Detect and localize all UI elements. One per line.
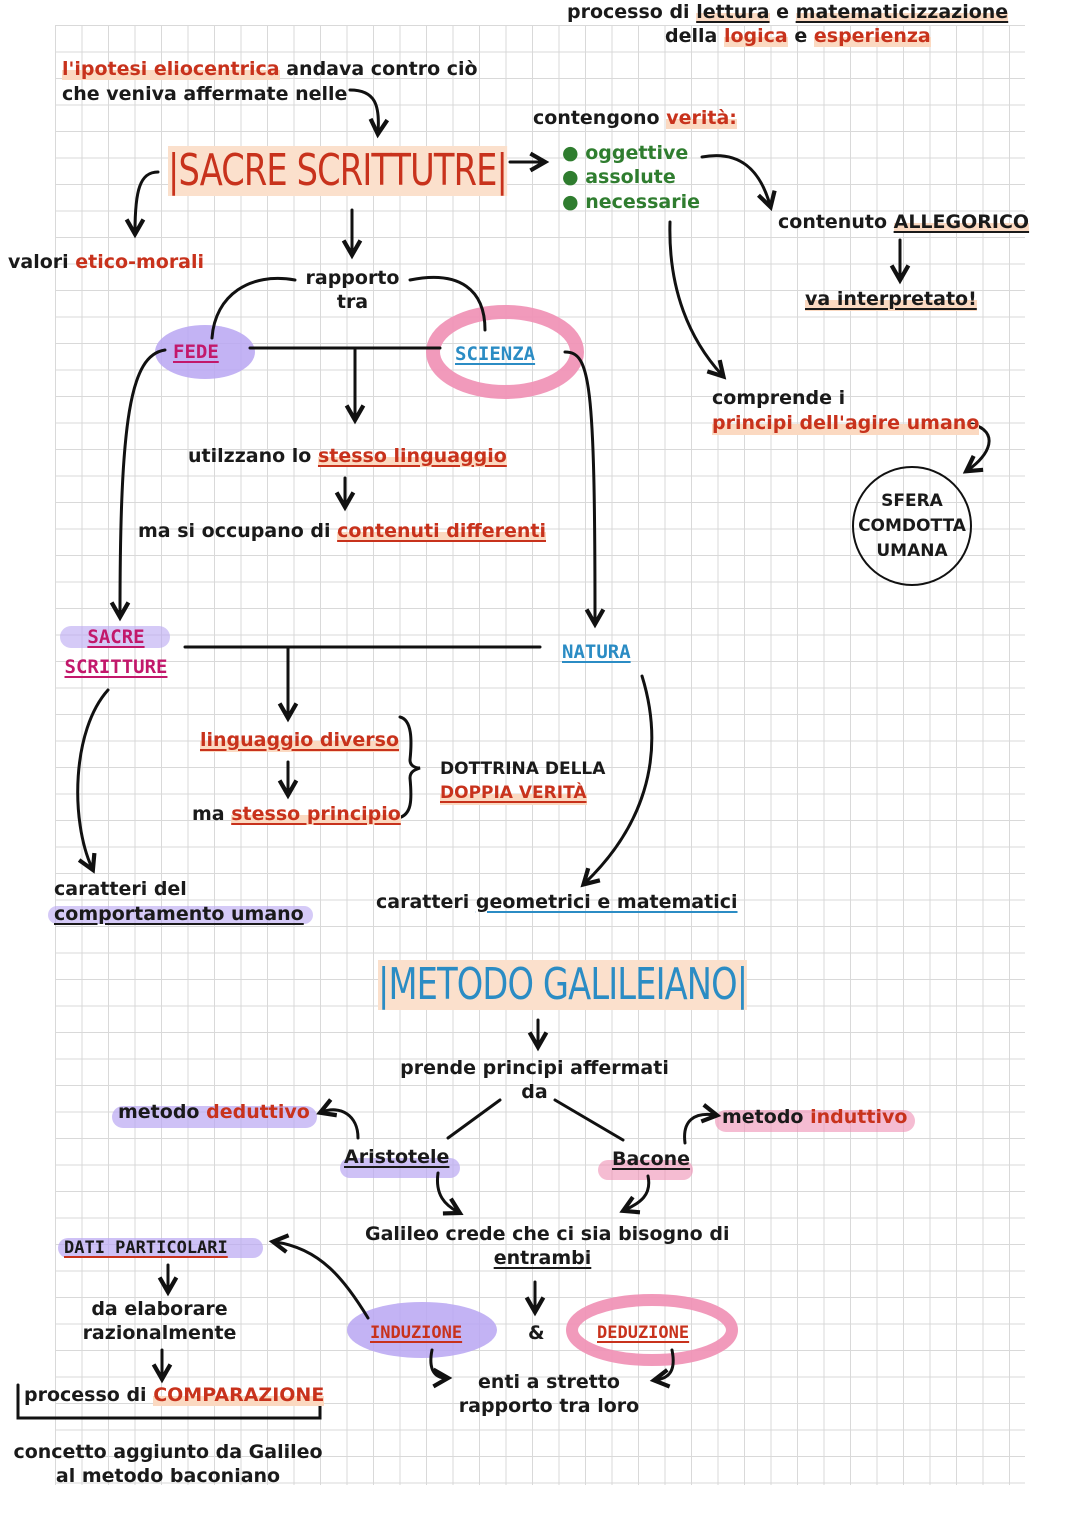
bacone-highlight (598, 1160, 693, 1180)
metodo-induttivo: metodo induttivo (722, 1106, 908, 1128)
ampersand: & (528, 1322, 545, 1344)
sacre-scritture-label: SACRE SCRITTURE (64, 626, 168, 678)
caratteri-comportamento-line2: comportamento umano (54, 903, 304, 925)
enti-stretto-rapporto: enti a stretto rapporto tra loro (458, 1371, 640, 1417)
rapporto-tra: rapporto tra (305, 267, 400, 313)
verita-item-3: ● necessarie (562, 191, 700, 213)
dati-particolari-highlight (58, 1238, 263, 1258)
fede-highlight (155, 325, 255, 379)
contengono-verita: contengono verità: (533, 107, 737, 129)
sacre-scritture-title: |SACRE SCRITTUTRE| (168, 145, 508, 196)
stesso-principio: ma stesso principio (192, 803, 401, 825)
da-elaborare: da elaborare razionalmente (82, 1298, 237, 1344)
bacone-label: Bacone (612, 1148, 691, 1170)
scienza-highlight (426, 305, 584, 399)
concetto-aggiunto: concetto aggiunto da Galileo al metodo b… (13, 1441, 323, 1487)
verita-item-1: ● oggettive (562, 142, 689, 164)
deduzione-label: DEDUZIONE (597, 1323, 690, 1343)
valori-etico-morali: valori etico-morali (8, 251, 205, 273)
aristotele-label: Aristotele (344, 1146, 450, 1168)
scienza-label: SCIENZA (455, 343, 536, 365)
metodo-galileiano-title: |METODO GALILEIANO| (378, 959, 748, 1010)
galileo-crede: Galileo crede che ci sia bisogno di entr… (365, 1223, 730, 1269)
caratteri-comportamento-line1: caratteri del (54, 878, 187, 900)
intro-line2: che veniva affermate nelle (62, 83, 348, 105)
comprende-line2: principi dell'agire umano (712, 411, 980, 435)
caratteri-geometrici: caratteri geometrici e matematici (376, 891, 738, 913)
prende-principi: prende principi affermati da (400, 1057, 669, 1103)
induzione-label: INDUZIONE (370, 1323, 463, 1343)
stesso-linguaggio: utilzzano lo stesso linguaggio (188, 445, 507, 467)
dati-particolari-label: DATI PARTICOLARI (64, 1238, 228, 1258)
top-note-line1: processo di lettura e matematicizzazione (567, 1, 1009, 23)
aristotele-highlight (340, 1158, 460, 1178)
deduzione-highlight (566, 1294, 738, 1366)
top-note-line2: della logica e esperienza (665, 25, 931, 47)
dottrina-line2: DOPPIA VERITÀ (440, 781, 587, 805)
sfera-condotta-umana: SFERA COMDOTTA UMANA (852, 466, 972, 586)
va-interpretato: va interpretato! (805, 287, 977, 311)
metodo-deduttivo: metodo deduttivo (118, 1101, 310, 1123)
verita-item-2: ● assolute (562, 166, 676, 188)
linguaggio-diverso: linguaggio diverso (200, 728, 399, 752)
induzione-highlight (347, 1302, 497, 1358)
comprende-line1: comprende i (712, 387, 846, 409)
intro-line1: l'ipotesi eliocentrica andava contro ciò (62, 58, 478, 80)
contenuti-differenti: ma si occupano di contenuti differenti (138, 520, 546, 542)
dottrina-line1: DOTTRINA DELLA (440, 759, 606, 779)
comportamento-highlight (48, 906, 313, 924)
natura-label: NATURA (562, 641, 631, 663)
contenuto-allegorico: contenuto ALLEGORICO (778, 211, 1030, 233)
fede-label: FEDE (173, 341, 219, 363)
metodo-induttivo-highlight (715, 1110, 915, 1132)
metodo-deduttivo-highlight (112, 1106, 317, 1128)
processo-comparazione: processo di COMPARAZIONE (24, 1384, 325, 1406)
sacre2-highlight (60, 626, 170, 648)
